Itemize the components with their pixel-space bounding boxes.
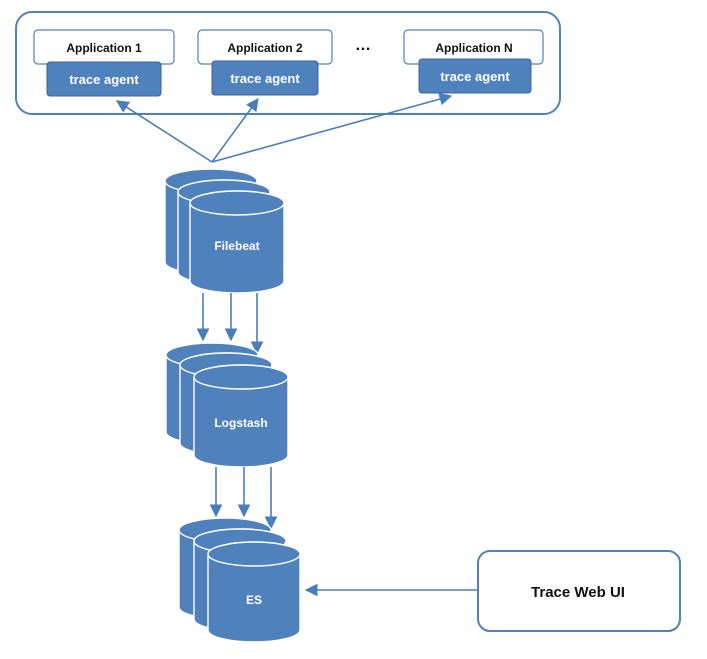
- filebeat-cylinder-front: [189, 190, 285, 294]
- filebeat-cylinder-stack: Filebeat: [164, 168, 285, 294]
- application-n-node: Application N trace agent: [403, 29, 544, 94]
- application-2-label: Application 2: [227, 41, 303, 55]
- application-n-label: Application N: [435, 41, 512, 55]
- trace-agent-n-box: [418, 58, 532, 94]
- trace-agent-2-box: [211, 60, 319, 96]
- trace-web-ui-label: Trace Web UI: [531, 584, 625, 601]
- es-label: ES: [246, 593, 262, 607]
- trace-agent-2-label: trace agent: [230, 71, 300, 86]
- filebeat-label: Filebeat: [214, 239, 259, 253]
- trace-agent-n-label: trace agent: [440, 69, 510, 84]
- trace-agent-1-box: [46, 61, 162, 97]
- es-cylinder-front: [207, 541, 301, 643]
- arrow-to-agent-n: [211, 92, 453, 163]
- ellipsis-text: …: [355, 37, 371, 54]
- applications-group: [15, 11, 561, 115]
- application-2-node: Application 2 trace agent: [197, 29, 333, 96]
- logstash-label: Logstash: [214, 416, 267, 430]
- arrow-to-agent-1: [115, 100, 213, 163]
- application-1-node: Application 1 trace agent: [33, 29, 175, 97]
- es-cylinder-stack: ES: [178, 517, 301, 643]
- trace-web-ui-box: [477, 550, 681, 632]
- application-1-label: Application 1: [66, 41, 142, 55]
- arrow-to-agent-2: [211, 97, 259, 163]
- trace-agent-1-label: trace agent: [69, 72, 139, 87]
- logstash-cylinder-stack: Logstash: [165, 342, 289, 468]
- logstash-cylinder-front: [193, 364, 289, 468]
